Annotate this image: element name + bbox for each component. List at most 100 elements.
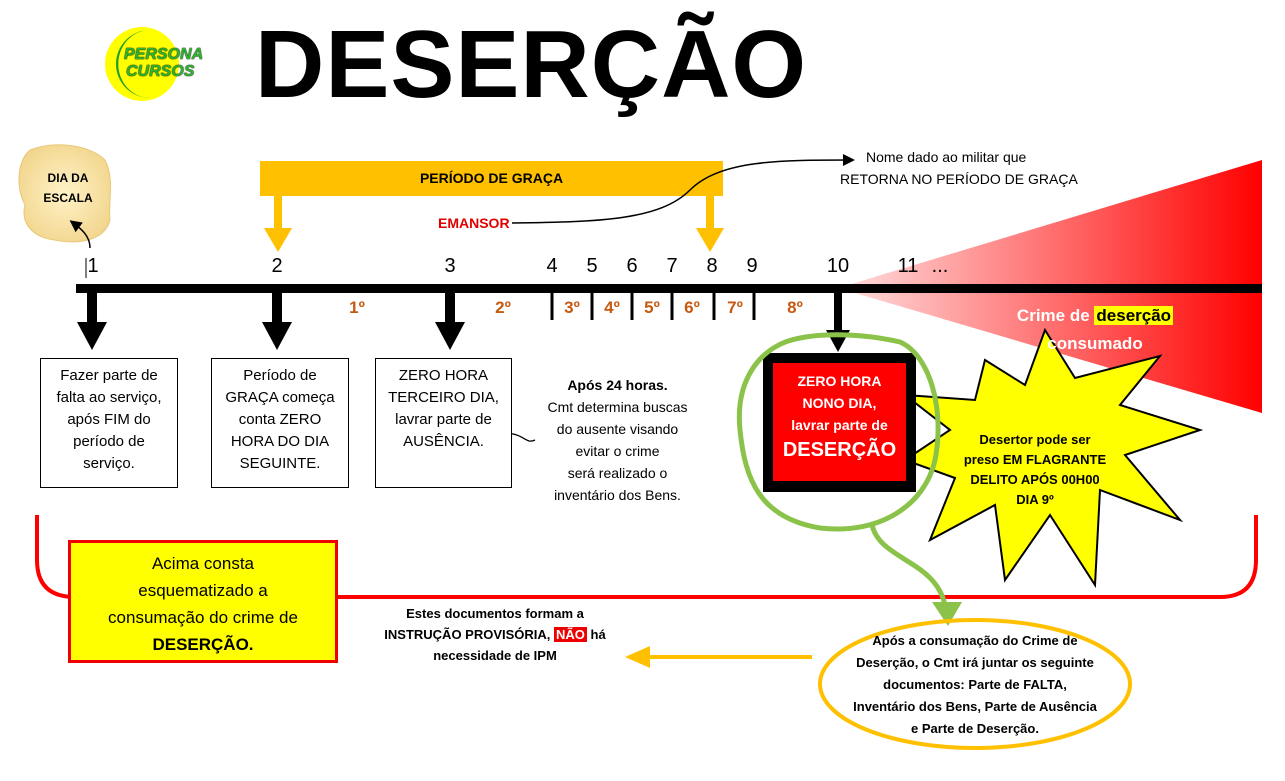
grace-arrow-end	[696, 196, 724, 252]
ordinal-3: 3º	[564, 298, 580, 317]
ordinal-1: 1º	[349, 298, 365, 317]
box-graca: Período de GRAÇA começa conta ZERO HORA DO …	[211, 358, 349, 488]
documents-highlight: NÃO	[554, 627, 587, 642]
after24-heading: Após 24 horas.	[567, 377, 668, 393]
documents-note: Estes documentos formam a INSTRUÇÃO PROV…	[380, 603, 610, 666]
summary-bold: DESERÇÃO.	[152, 635, 254, 654]
day-4: 4	[546, 255, 558, 277]
box-line: GRAÇA começa	[225, 389, 335, 406]
day-9: 9	[746, 255, 758, 277]
ordinal-4: 4º	[604, 298, 620, 317]
ordinal-8: 8º	[787, 298, 803, 317]
crime-label: Crime de deserção consumado	[1000, 302, 1190, 358]
red-bracket	[35, 515, 1258, 599]
day-6: 6	[626, 255, 638, 277]
grace-arrow-start	[264, 196, 292, 252]
starburst-line: DIA 9º	[1016, 492, 1054, 507]
desertion-big: DESERÇÃO	[782, 439, 897, 461]
grace-period-label: PERÍODO DE GRAÇA	[419, 170, 564, 186]
day-3: 3	[444, 255, 456, 277]
consummation-line: Após a consumação do Crime de	[872, 633, 1078, 648]
box-ausencia: ZERO HORA TERCEIRO DIA, lavrar parte de AUS…	[375, 358, 512, 488]
crime-prefix: Crime de	[1016, 306, 1090, 325]
documents-line: Estes documentos formam a	[406, 606, 584, 621]
day-ellipsis: ...	[931, 255, 949, 277]
box-line: após FIM do	[67, 411, 151, 428]
starburst-line: DELITO APÓS 00H00	[970, 472, 1100, 487]
starburst-line: preso EM FLAGRANTE	[963, 452, 1107, 467]
starburst-shape	[901, 327, 1204, 589]
day-1: 1	[87, 255, 99, 277]
ordinal-5: 5º	[644, 298, 660, 317]
summary-line: esquematizado a	[138, 581, 268, 600]
after24-line: será realizado o	[567, 465, 668, 481]
green-circle	[736, 332, 941, 532]
consummation-line: Inventário dos Bens, Parte de Ausência	[853, 699, 1097, 714]
documents-line: necessidade de IPM	[433, 648, 557, 663]
summary-line: consumação do crime de	[108, 608, 298, 627]
box-line: TERCEIRO DIA,	[388, 389, 499, 406]
desertion-line: ZERO HORA	[797, 373, 882, 389]
day-2: 2	[271, 255, 283, 277]
box-line: falta ao serviço,	[56, 389, 162, 406]
consummation-line: Deserção, o Cmt irá juntar os seguinte	[856, 655, 1094, 670]
day-10: 10	[826, 255, 850, 277]
desertion-line: lavrar parte de	[791, 417, 888, 433]
day-11: 11	[897, 255, 919, 277]
emansor-label: EMANSOR	[438, 215, 510, 231]
documents-line: INSTRUÇÃO PROVISÓRIA,	[384, 627, 551, 642]
ordinal-6: 6º	[684, 298, 700, 317]
after24-note: Após 24 horas. Cmt determina buscas do a…	[530, 374, 705, 506]
box-line: Período de	[243, 367, 317, 384]
after24-line: inventário dos Bens.	[554, 487, 681, 503]
cloud-label-2: ESCALA	[43, 191, 93, 205]
orange-ellipse	[818, 618, 1132, 750]
emansor-note-1: Nome dado ao militar que	[866, 149, 1027, 165]
consummation-line: documentos: Parte de FALTA,	[883, 677, 1067, 692]
consummation-note: Após a consumação do Crime de Deserção, …	[830, 630, 1120, 740]
summary-line: Acima consta	[151, 554, 255, 573]
box-line: ZERO HORA	[398, 367, 489, 384]
timeline-bar	[76, 284, 1262, 293]
box-falta: Fazer parte de falta ao serviço, após FIM …	[40, 358, 178, 488]
ordinal-2: 2º	[495, 298, 511, 317]
day-8: 8	[706, 255, 718, 277]
grace-period-bar	[260, 161, 723, 196]
orange-arrowhead	[625, 646, 650, 668]
summary-box: Acima consta esquematizado a consumação do…	[68, 540, 338, 663]
ordinal-7: 7º	[727, 298, 743, 317]
cloud-label-1: DIA DA	[47, 171, 89, 185]
desertion-line: NONO DIA,	[802, 395, 877, 411]
box-line: HORA DO DIA	[230, 433, 330, 450]
logo-text-2: CURSOS	[126, 63, 195, 80]
day-5: 5	[586, 255, 598, 277]
emansor-note-2: RETORNA NO PERÍODO DE GRAÇA	[840, 171, 1078, 187]
cloud-arrow	[69, 220, 91, 249]
cloud-shape	[18, 144, 111, 243]
starburst-line: Desertor pode ser	[979, 432, 1091, 447]
box-line: conta ZERO	[238, 411, 322, 428]
emansor-curve	[511, 154, 855, 224]
crime-line2: consumado	[1047, 334, 1143, 353]
logo-text-1: PERSONA	[124, 46, 204, 63]
documents-line: há	[590, 627, 606, 642]
after24-line: Cmt determina buscas	[547, 399, 688, 415]
page-title: DESERÇÃO	[255, 11, 808, 118]
day-separators	[550, 293, 756, 320]
crime-highlight: deserção	[1094, 306, 1174, 325]
after24-line: evitar o crime	[575, 443, 660, 459]
box-line: lavrar parte de	[395, 411, 492, 428]
box-line: AUSÊNCIA.	[403, 433, 484, 450]
desertion-box: ZERO HORA NONO DIA, lavrar parte de DESE…	[773, 370, 906, 464]
box-line: Fazer parte de	[60, 367, 158, 384]
day-7: 7	[666, 255, 678, 277]
box-line: serviço.	[83, 455, 135, 472]
box-line: período de	[73, 433, 145, 450]
after24-line: do ausente visando	[556, 421, 679, 437]
starburst-text: Desertor pode ser preso EM FLAGRANTE DEL…	[955, 430, 1115, 510]
consummation-line: e Parte de Deserção.	[911, 721, 1039, 736]
box-line: SEGUINTE.	[239, 455, 321, 472]
green-arrow	[869, 524, 948, 606]
